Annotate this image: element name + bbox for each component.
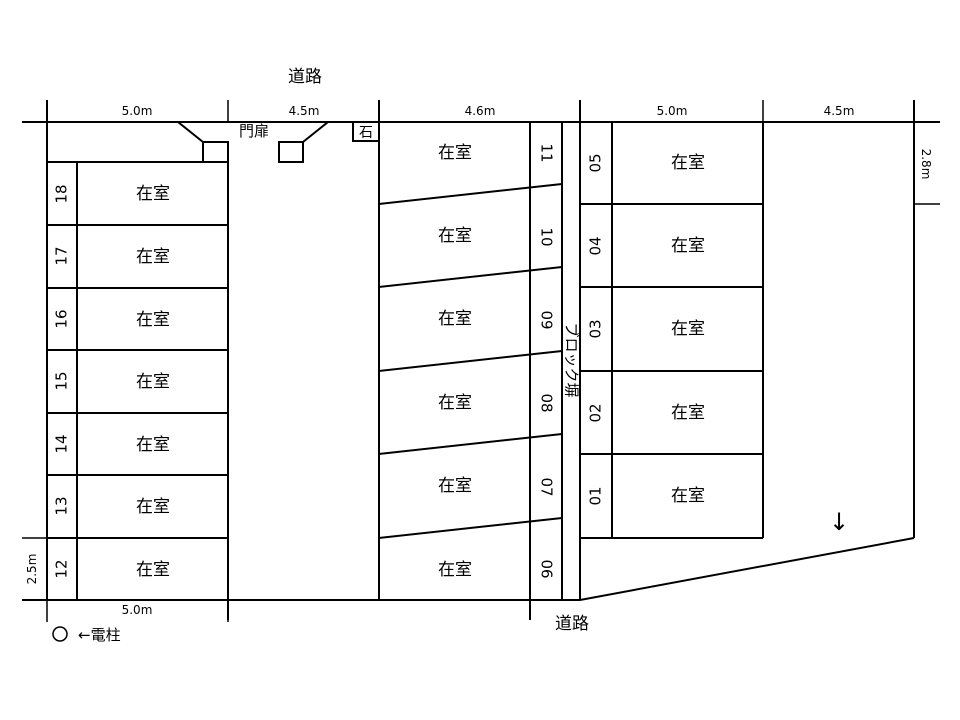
gate-wall-left — [47, 121, 204, 143]
space-status-10: 在室 — [438, 226, 472, 246]
dim-top-far-right: 4.5m — [824, 104, 855, 118]
space-number-14: 14 — [53, 434, 71, 453]
space-status-08: 在室 — [438, 393, 472, 413]
gate-post-left — [202, 141, 229, 163]
middle-column: 11 在室 10 在室 09 在室 08 在室 07 在室 06 在室 — [378, 100, 563, 620]
bottom-road-label: 道路 — [555, 614, 589, 634]
space-number-07: 07 — [538, 477, 556, 496]
space-status-05: 在室 — [671, 153, 705, 173]
space-number-15: 15 — [53, 371, 71, 390]
space-status-01: 在室 — [671, 486, 705, 506]
space-number-10: 10 — [538, 227, 556, 246]
right-column: 05 在室 04 在室 03 在室 02 在室 01 在室 — [580, 122, 764, 539]
space-number-09: 09 — [538, 310, 556, 329]
dim-bottom-left: 5.0m — [122, 603, 153, 617]
space-status-04: 在室 — [671, 236, 705, 256]
space-number-12: 12 — [53, 559, 71, 578]
space-number-02: 02 — [587, 403, 605, 422]
space-number-16: 16 — [53, 309, 71, 328]
space-number-01: 01 — [587, 486, 605, 505]
space-status-03: 在室 — [671, 319, 705, 339]
space-number-18: 18 — [53, 184, 71, 203]
dim-right-side: 2.8m — [919, 149, 933, 180]
space-number-13: 13 — [53, 496, 71, 515]
arrow-down-icon: ↓ — [829, 508, 849, 536]
top-road-label: 道路 — [288, 67, 322, 87]
space-status-15: 在室 — [136, 372, 170, 392]
space-status-17: 在室 — [136, 247, 170, 267]
space-number-17: 17 — [53, 246, 71, 265]
dim-top-right: 5.0m — [657, 104, 688, 118]
space-number-11: 11 — [538, 143, 556, 162]
dim-left-side: 2.5m — [25, 554, 39, 585]
space-number-08: 08 — [538, 393, 556, 412]
block-wall-label: ブロック塀 — [563, 322, 581, 397]
slanted-boundary — [579, 537, 915, 601]
gate-post-right — [278, 141, 304, 163]
space-number-05: 05 — [587, 153, 605, 172]
space-status-09: 在室 — [438, 309, 472, 329]
left-column: 18 在室 17 在室 16 在室 15 在室 14 在室 13 在室 12 在… — [46, 100, 229, 620]
space-status-12: 在室 — [136, 560, 170, 580]
space-status-06: 在室 — [438, 560, 472, 580]
space-status-11: 在室 — [438, 143, 472, 163]
space-status-02: 在室 — [671, 403, 705, 423]
space-status-07: 在室 — [438, 476, 472, 496]
space-number-06: 06 — [538, 559, 556, 578]
gate-label: 門扉 — [239, 122, 269, 140]
space-number-03: 03 — [587, 319, 605, 338]
space-status-14: 在室 — [136, 435, 170, 455]
dim-top-left: 5.0m — [122, 104, 153, 118]
stone-label: 石 — [359, 125, 373, 141]
space-status-18: 在室 — [136, 184, 170, 204]
space-status-13: 在室 — [136, 497, 170, 517]
pole-label: ←電柱 — [78, 626, 121, 644]
dim-top-gate: 4.5m — [289, 104, 320, 118]
dim-top-mid: 4.6m — [465, 104, 496, 118]
space-status-16: 在室 — [136, 310, 170, 330]
pole-icon — [52, 626, 68, 642]
space-number-04: 04 — [587, 236, 605, 255]
